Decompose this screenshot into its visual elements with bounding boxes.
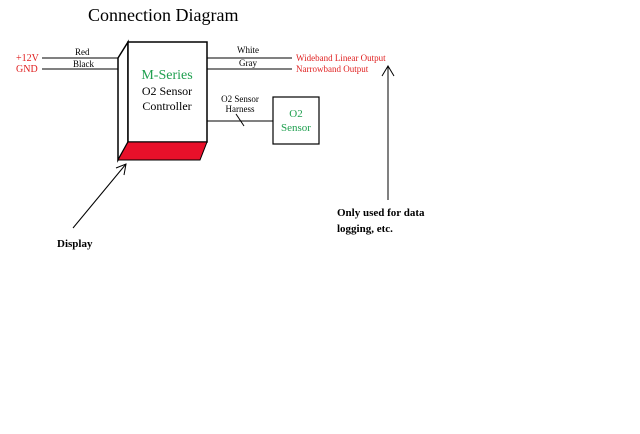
harness-label-line2: Harness: [226, 104, 255, 114]
diagram-title: Connection Diagram: [88, 5, 238, 25]
display-panel: [117, 141, 208, 161]
gray-wire-label: Gray: [239, 58, 257, 68]
logging-arrow-head: [381, 65, 395, 77]
display-arrow: [72, 163, 127, 229]
o2-sensor-box: [272, 96, 320, 145]
gnd-label: GND: [16, 64, 38, 75]
display-label: Display: [57, 238, 93, 250]
logging-note-line2: logging, etc.: [337, 223, 393, 235]
controller-line2-label: O2 Sensor: [142, 84, 192, 98]
harness-label-line1: O2 Sensor: [221, 94, 259, 104]
narrowband-output-label: Narrowband Output: [296, 64, 369, 74]
controller-line3-label: Controller: [142, 99, 191, 113]
logging-note-line1: Only used for data: [337, 207, 425, 219]
sensor-label-line1: O2: [289, 108, 302, 120]
logging-arrow: [381, 65, 395, 200]
black-wire-label: Black: [73, 59, 94, 69]
plus12v-label: +12V: [16, 53, 40, 64]
controller-box: [117, 39, 208, 163]
controller-side-face: [117, 39, 129, 163]
red-wire-label: Red: [75, 47, 90, 57]
controller-front-face: [127, 41, 208, 143]
display-arrow-shaft: [72, 163, 127, 229]
wideband-output-label: Wideband Linear Output: [296, 53, 386, 63]
controller-model-label: M-Series: [141, 68, 192, 83]
sensor-label-line2: Sensor: [281, 122, 311, 134]
harness-pointer: [235, 113, 245, 127]
display-arrow-head: [115, 163, 127, 176]
white-wire-label: White: [237, 45, 259, 55]
